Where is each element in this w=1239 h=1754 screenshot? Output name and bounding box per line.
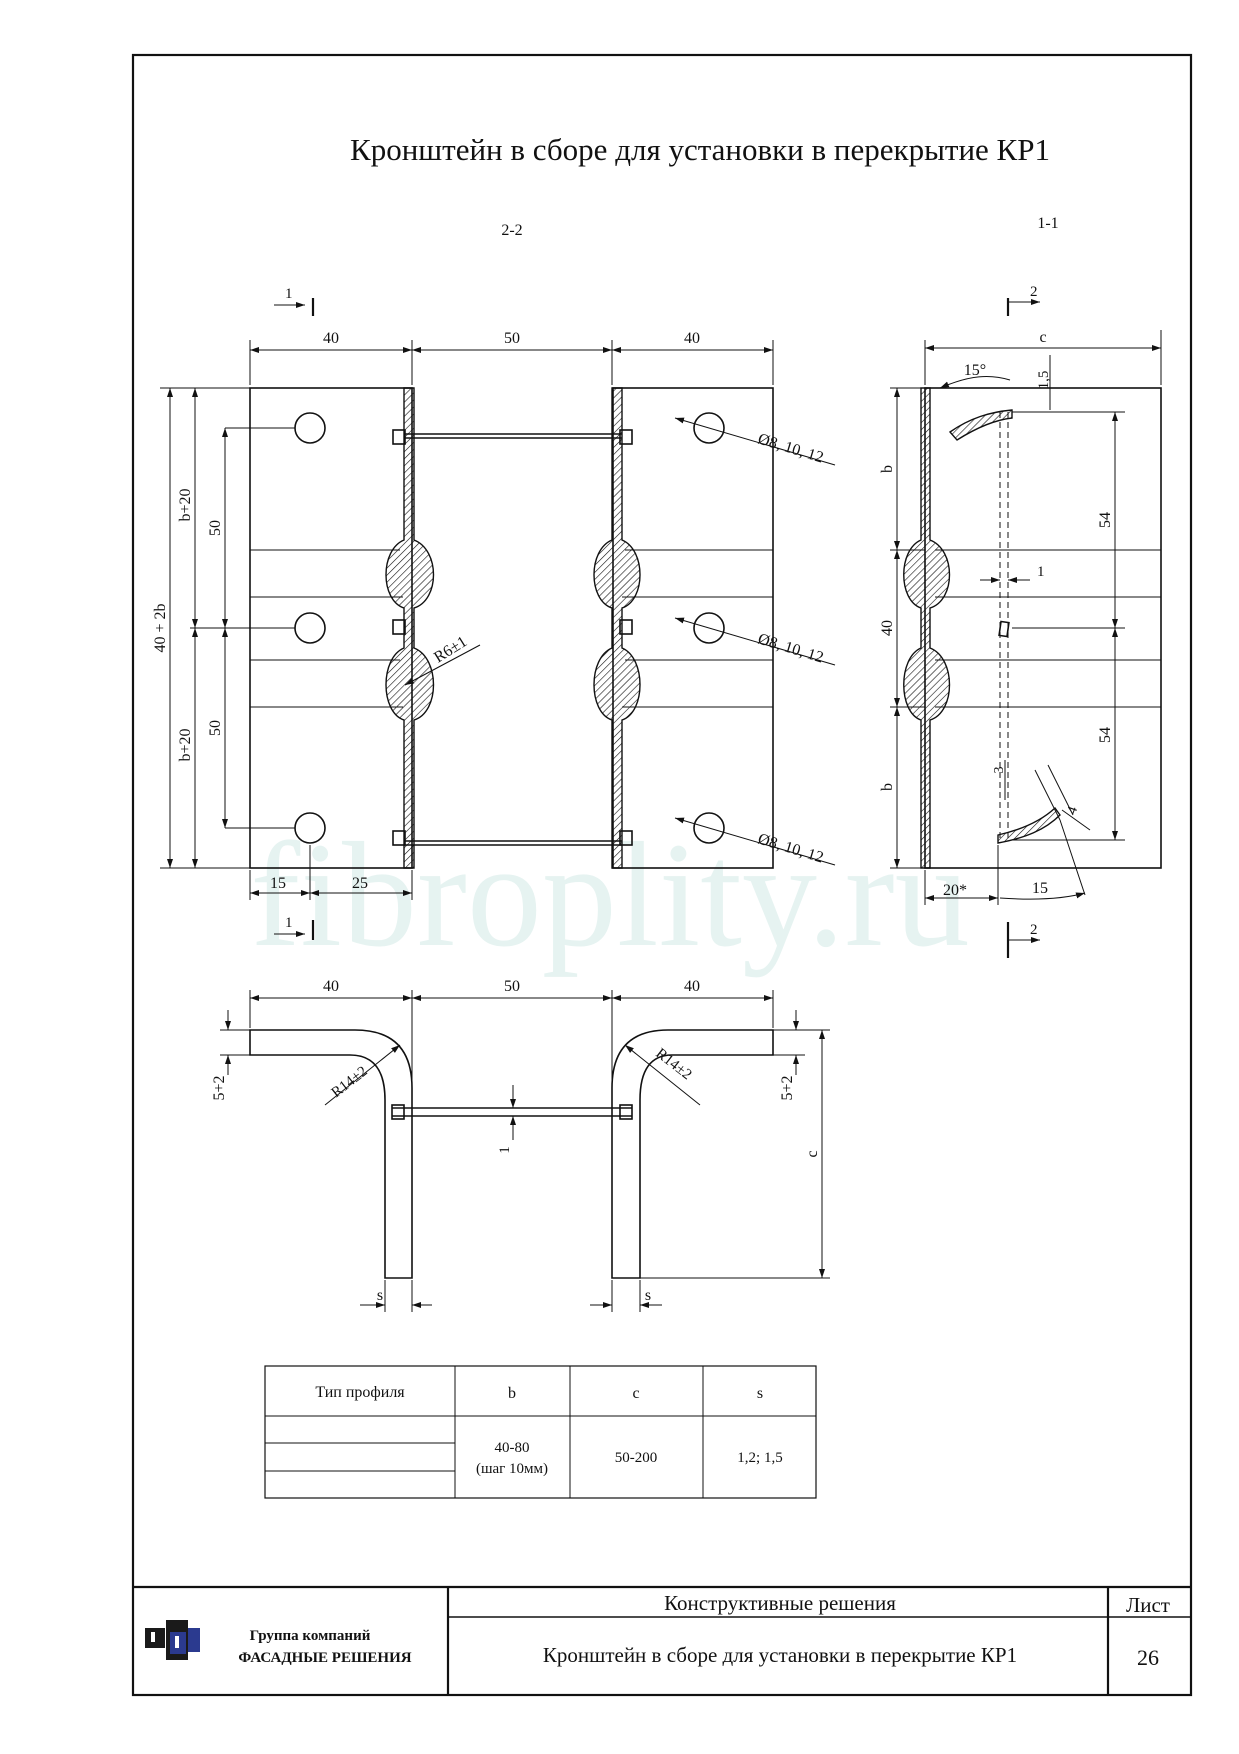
watermark: fibroplity.ru: [250, 812, 969, 978]
title-block-drawing-name: Кронштейн в сборе для установки в перекр…: [543, 1643, 1017, 1667]
table-header-b: b: [508, 1385, 516, 1402]
dim-top-left: 40: [323, 330, 339, 347]
plan-height-c: c: [804, 1150, 821, 1157]
dim-4: 4: [1065, 805, 1081, 817]
plan-dim-top-left: 40: [323, 978, 339, 995]
page-title: Кронштейн в сборе для установки в перекр…: [350, 132, 1050, 167]
dim-bottom-15b: 15: [1032, 880, 1048, 897]
sheet-number: 26: [1137, 1645, 1159, 1670]
dim-1: 1: [1037, 564, 1045, 580]
title-block-section: Конструктивные решения: [664, 1591, 896, 1615]
plan-view: 40 50 40 5+2 5+2 R14±2 R14±2 1 c: [211, 978, 830, 1312]
dim-b20-top: b+20: [177, 488, 194, 521]
plan-dim-top-mid: 50: [504, 978, 520, 995]
dim-hole-d2: Ø8, 10, 12: [756, 631, 826, 667]
section-marker-bottom-2: 2: [1030, 922, 1038, 938]
section-1-1-label: 1-1: [1037, 215, 1058, 232]
dim-3: 3: [992, 767, 1007, 774]
dim-b-bottom: b: [879, 783, 896, 791]
sheet-frame: [131, 53, 1193, 1697]
table-header-type: Тип профиля: [315, 1384, 405, 1401]
dim-top-right: 40: [684, 330, 700, 347]
section-2-2-label: 2-2: [501, 222, 522, 239]
plan-s-left: s: [377, 1287, 383, 1304]
dim-bottom-15: 15: [270, 875, 286, 892]
section-1-1-view: 1-1 2 2 c 15° 1,5: [879, 215, 1162, 958]
dim-b-top: b: [879, 465, 896, 473]
dim-top-mid: 50: [504, 330, 520, 347]
company-logo: [145, 1620, 200, 1660]
plan-dim-top-right: 40: [684, 978, 700, 995]
sheet-label: Лист: [1126, 1593, 1170, 1617]
plan-dim-left-5: 5+2: [211, 1075, 228, 1100]
dim-hole-d1: Ø8, 10, 12: [756, 431, 826, 467]
table-s-value: 1,2; 1,5: [737, 1450, 782, 1466]
dim-bottom-25: 25: [352, 875, 368, 892]
title-block: Группа компаний ФАСАДНЫЕ РЕШЕНИЯ Констру…: [133, 1585, 1191, 1695]
dim-angle: 15°: [964, 362, 986, 379]
table-b-step: (шаг 10мм): [476, 1461, 548, 1477]
dim-radius: R6±1: [431, 633, 470, 666]
dim-overall-height: 40 + 2b: [152, 603, 169, 652]
plan-radius-right: R14±2: [653, 1046, 695, 1084]
dim-54-bottom: 54: [1097, 727, 1114, 743]
company-line-1: Группа компаний: [250, 1628, 371, 1644]
table-header-c: c: [632, 1385, 639, 1402]
section-marker-bottom: 1: [285, 915, 293, 931]
profile-table: Тип профиля b c s 40-80 (шаг 10мм) 50-20…: [264, 1365, 817, 1499]
dim-b20-bottom: b+20: [177, 728, 194, 761]
dim-hole-top: 50: [207, 520, 224, 536]
table-b-value: 40-80: [495, 1440, 530, 1456]
dim-bottom-20: 20*: [943, 882, 967, 899]
dim-thick: 1,5: [1036, 371, 1052, 390]
dim-width-c: c: [1039, 329, 1046, 346]
plan-s-right: s: [645, 1287, 651, 1304]
plan-dim-right-5: 5+2: [779, 1075, 796, 1100]
dim-mid-40: 40: [879, 620, 896, 636]
company-line-2: ФАСАДНЫЕ РЕШЕНИЯ: [238, 1650, 411, 1666]
dim-hole-bottom: 50: [207, 720, 224, 736]
plan-radius-left: R14±2: [329, 1063, 371, 1101]
plan-gap-1: 1: [497, 1146, 513, 1154]
section-marker-top-2: 2: [1030, 284, 1038, 300]
table-header-s: s: [757, 1385, 763, 1402]
table-c-value: 50-200: [615, 1450, 658, 1466]
section-marker-top: 1: [285, 286, 293, 302]
dim-54-top: 54: [1097, 512, 1114, 528]
